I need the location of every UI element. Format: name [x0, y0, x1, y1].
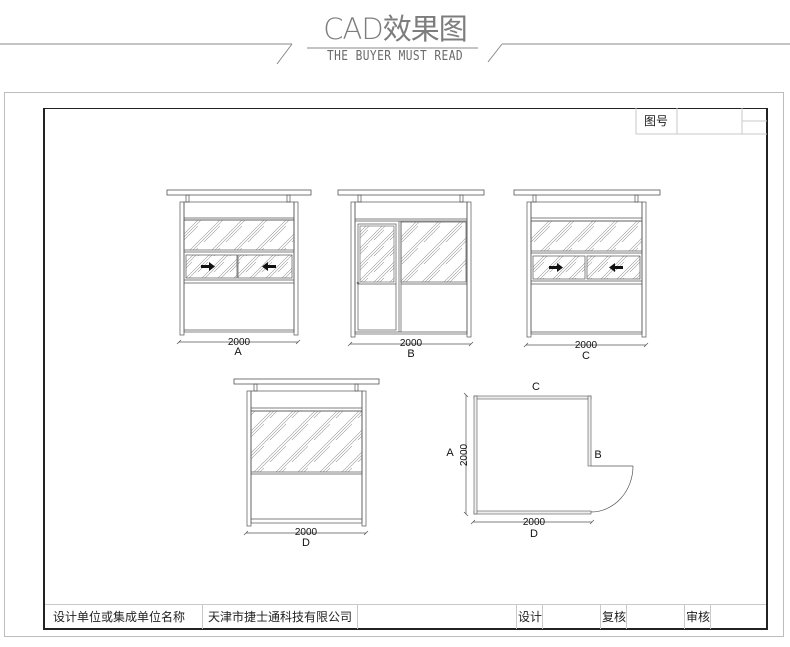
plan-label-left: A — [446, 447, 454, 459]
dimension-text: 2000 — [575, 340, 598, 351]
left-post — [526, 201, 532, 338]
design-unit-label: 设计单位或集成单位名称 — [53, 610, 186, 624]
view-label: D — [302, 537, 310, 549]
elevation-view-c: 2000 C — [513, 189, 661, 362]
approver-value — [713, 605, 763, 629]
view-label: A — [234, 346, 242, 358]
view-label: C — [582, 350, 590, 362]
cell-divider — [600, 605, 601, 629]
cell-divider — [516, 605, 517, 629]
left-post — [246, 390, 252, 527]
footer-title-block: 设计单位或集成单位名称 天津市捷士通科技有限公司 设计 复核 审核 — [45, 604, 766, 629]
header-decor-lines — [0, 43, 790, 65]
plan-label-bottom: D — [530, 528, 538, 540]
page-title: CAD效果图 — [323, 12, 467, 46]
plan-wall-a — [473, 395, 478, 515]
header-right-slash — [487, 43, 503, 63]
header-left-slash — [276, 43, 293, 65]
plan-depth-dimension-text: 2000 — [459, 443, 470, 466]
door-glass — [359, 225, 395, 283]
plan-wall-d — [473, 510, 592, 515]
reviewer-value — [629, 605, 683, 629]
page-subtitle: THE BUYER MUST READ — [326, 49, 464, 64]
designer-label: 设计 — [518, 610, 543, 624]
plan-wall-b — [587, 395, 592, 467]
drawing-sheet — [4, 92, 784, 637]
plan-width-dimension-text: 2000 — [523, 517, 546, 528]
hatched-glass-upper — [530, 220, 643, 252]
roof-canopy — [513, 189, 661, 196]
design-unit-value: 天津市捷士通科技有限公司 — [208, 610, 353, 624]
right-post — [293, 201, 299, 336]
left-post — [179, 201, 185, 336]
roof-canopy — [166, 189, 312, 196]
reviewer-label: 复核 — [602, 610, 627, 624]
cell-divider — [542, 605, 543, 629]
door-handle-icon — [356, 281, 360, 285]
arrow-left-icon — [609, 263, 623, 272]
dimension-text: 2000 — [400, 338, 423, 349]
dimension-text: 2000 — [228, 337, 251, 348]
arrow-right-icon — [549, 263, 563, 272]
roof-canopy — [233, 378, 380, 385]
roof-canopy — [337, 189, 485, 196]
cell-divider — [357, 605, 358, 629]
elevation-view-d: 2000 D — [233, 378, 380, 549]
cell-divider — [202, 605, 203, 629]
left-post — [350, 201, 356, 338]
plan-view: C A B D 2000 2000 — [446, 381, 634, 540]
designer-value — [545, 605, 599, 629]
elevation-view-a: 2000 A — [166, 189, 312, 358]
drawing-frame — [43, 108, 768, 630]
door-leaf — [357, 223, 397, 331]
elevation-view-b: 2000 B — [337, 189, 485, 360]
page-header: CAD效果图 THE BUYER MUST READ — [0, 0, 790, 80]
dimension-text: 2000 — [295, 527, 318, 538]
view-label: B — [407, 348, 414, 360]
right-post — [641, 201, 647, 338]
drawing-number-label: 图号 — [644, 114, 669, 128]
door-swing-arc — [590, 465, 634, 513]
plan-label-right: B — [594, 449, 601, 461]
arrow-right-icon — [201, 262, 215, 271]
plan-label-top: C — [532, 381, 540, 393]
cell-divider — [684, 605, 685, 629]
right-post — [361, 390, 367, 527]
cell-divider — [710, 605, 711, 629]
plan-wall-c — [473, 395, 592, 400]
cell-divider — [626, 605, 627, 629]
hatched-glass-fixed — [400, 221, 467, 283]
arrow-left-icon — [262, 262, 276, 271]
right-post — [466, 201, 472, 338]
hatched-glass-upper — [183, 219, 295, 251]
hatched-glass-fixed — [250, 410, 363, 473]
approver-label: 审核 — [686, 610, 711, 624]
